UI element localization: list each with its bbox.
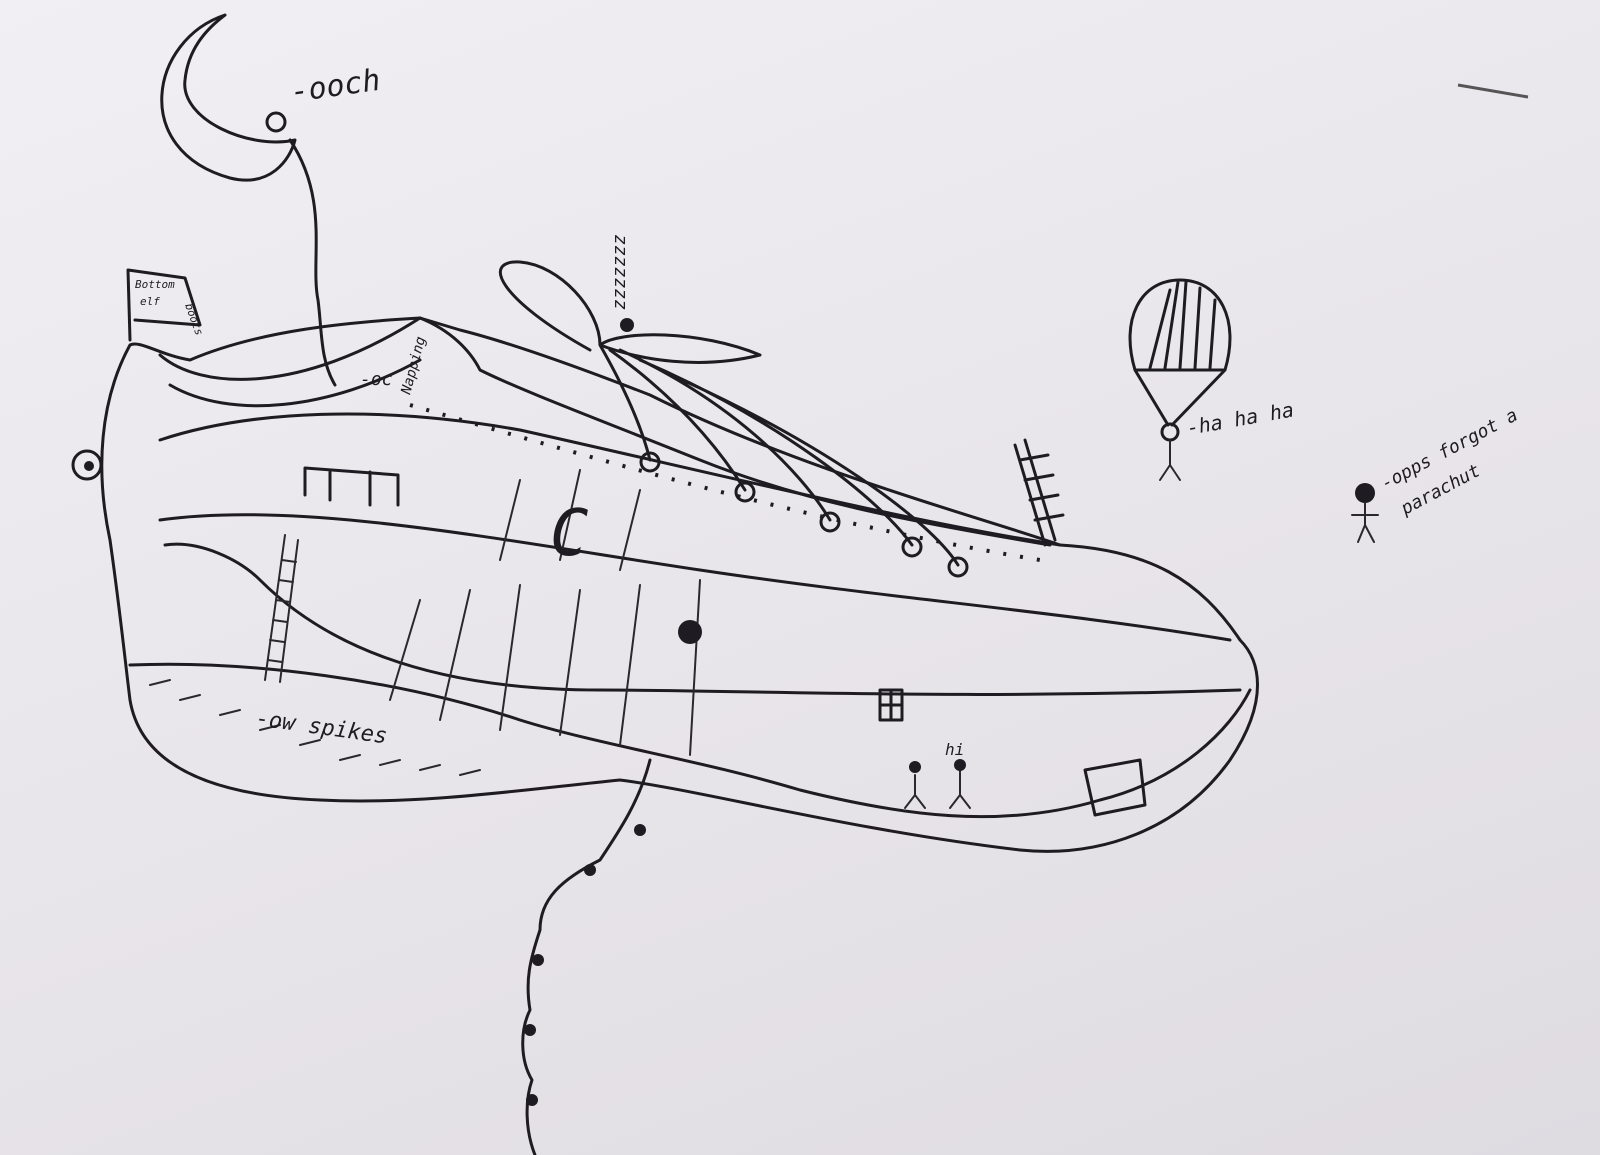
rope	[288, 138, 337, 387]
eyelet	[819, 511, 841, 533]
parachute-label: -ha ha ha	[1185, 397, 1296, 439]
stitching	[409, 403, 1041, 562]
hanging-chain	[521, 758, 652, 1155]
stick-figure-head	[678, 620, 702, 644]
chain-figure	[532, 954, 544, 966]
falling-figure-head	[1355, 483, 1375, 503]
moon	[160, 13, 297, 182]
greeting-label: hi	[945, 740, 964, 759]
heel-door	[1083, 758, 1147, 817]
heel-eye	[71, 449, 103, 481]
sleeper-label: zzzzzzz	[609, 234, 630, 310]
side-panel	[158, 412, 1242, 696]
moon-label: -ooch	[288, 63, 382, 110]
logo: C	[550, 497, 589, 571]
eyelet	[947, 556, 969, 578]
sleeper-head	[620, 318, 634, 332]
sole-spikes	[149, 679, 481, 776]
tongue	[418, 316, 1052, 547]
flag-text-3: boots	[182, 302, 206, 338]
climber-label: -oc	[360, 369, 393, 390]
flag-text-2: elf	[140, 295, 160, 308]
chain-figure	[524, 1024, 536, 1036]
chain-figure	[526, 1094, 538, 1106]
chain-figure	[584, 864, 596, 876]
back-ladder	[1013, 438, 1065, 547]
heel-eye-pupil	[84, 461, 94, 471]
collar	[158, 316, 422, 408]
stick-figure-head	[909, 761, 921, 773]
parachute	[1128, 278, 1232, 427]
eyelet	[901, 536, 923, 558]
stripes	[389, 469, 701, 756]
pencil-mark	[1457, 83, 1529, 99]
shoe-outline	[100, 316, 1259, 853]
door	[303, 466, 400, 507]
falling-figure-body	[1351, 502, 1379, 543]
chain-figure	[634, 824, 646, 836]
window	[878, 688, 904, 722]
stick-figures	[904, 769, 971, 809]
eyelet	[639, 451, 661, 473]
flag-text-1: Bottom	[135, 278, 175, 291]
laces	[499, 260, 960, 567]
flag	[126, 268, 202, 342]
eyelet	[734, 481, 756, 503]
collar-label: Napping	[398, 335, 429, 397]
moon-figure-head	[265, 111, 287, 133]
parachutist-body	[1159, 439, 1181, 481]
stick-figure-head	[954, 759, 966, 771]
spikes-label: -ow spikes	[254, 706, 389, 749]
parachutist-head	[1160, 422, 1180, 442]
ladder	[264, 534, 299, 683]
